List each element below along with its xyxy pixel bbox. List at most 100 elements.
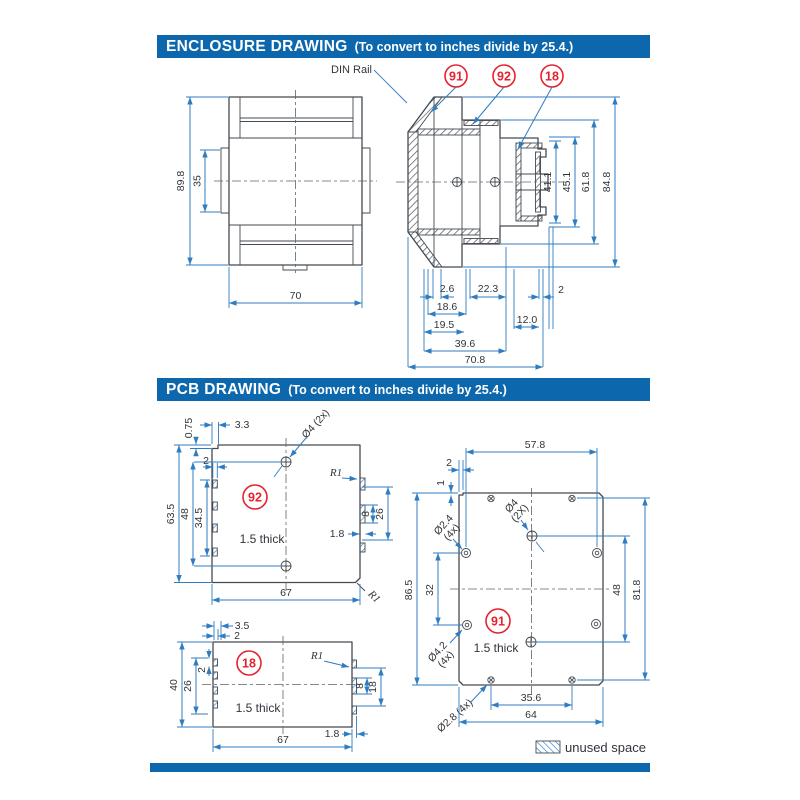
legend-hatch-swatch (535, 740, 561, 754)
callout-circle (242, 484, 268, 510)
dim-57-8: 57.8 (525, 439, 546, 451)
hatched-wall (463, 238, 499, 244)
hatched-wall (520, 215, 543, 222)
dim-1-8: 1.8 (330, 528, 345, 540)
pcb-section-header: PCB DRAWING (To convert to inches divide… (157, 378, 650, 401)
pcb18-centerlines (202, 636, 362, 734)
hatched-wall (417, 128, 481, 136)
r1-corner-text: R1 (365, 588, 383, 606)
dim-67: 67 (277, 734, 289, 746)
callout-number: 91 (449, 70, 463, 84)
dim-front-width: 70 (290, 290, 302, 302)
section-outline (407, 96, 549, 268)
dim-front-height: 89.8 (175, 171, 187, 192)
enclosure-title: ENCLOSURE DRAWING (166, 37, 348, 55)
dim-18-6: 18.6 (437, 301, 458, 313)
hole-leader (469, 684, 488, 704)
callout-18: 18 (517, 64, 564, 150)
hole-leader (289, 437, 307, 458)
callout-leader (472, 86, 505, 125)
pcb-drawings: 92 1.5 thick Ø4 (2x) R1 R1 63.5 48 34.5 … (165, 407, 650, 755)
r1-leader (323, 660, 350, 668)
callout-92: 92 (472, 64, 516, 125)
dim-1-8: 1.8 (325, 728, 340, 740)
dim-48: 48 (611, 584, 623, 596)
hatched-wall (407, 231, 443, 268)
enclosure-front-view: 89.8 35 70 (175, 90, 377, 308)
dim-3-5: 3.5 (235, 620, 250, 632)
hole-leader-tail (535, 541, 545, 553)
enclosure-section-view: DIN Rail 91 92 18 41.1 4 (331, 64, 620, 370)
hole-leader (449, 629, 463, 644)
pcb92-unused-slots (212, 477, 366, 557)
dim-40: 40 (168, 679, 180, 691)
dim-67: 67 (280, 587, 292, 599)
pcb91-corner-holes (461, 548, 602, 630)
callout-number: 18 (242, 657, 256, 671)
dim-18: 18 (367, 681, 379, 693)
bottom-divider-bar (150, 763, 650, 772)
pcb-title: PCB DRAWING (166, 380, 282, 398)
callout-circle (236, 650, 262, 676)
enclosure-drawings: 89.8 35 70 DIN (175, 64, 620, 370)
pcb18-unused-slots (212, 658, 357, 715)
dim-63-5: 63.5 (165, 504, 177, 525)
dim-39-6: 39.6 (455, 338, 476, 350)
pcb92-mounting-holes (280, 456, 292, 572)
dim-64: 64 (525, 709, 537, 721)
dim-45-1: 45.1 (561, 172, 573, 193)
callout-number: 18 (545, 70, 559, 84)
front-centerlines (214, 90, 377, 273)
pcb91-hole28-label: Ø2.8 (4x) (435, 697, 476, 735)
dim-48: 48 (179, 508, 191, 520)
callout-number: 92 (497, 70, 511, 84)
hole-label-text: Ø4 (2x) (300, 407, 332, 441)
pcb91-hole4-label: Ø4 (2X) (503, 497, 531, 525)
pcb92-hole-label: Ø4 (2x) (300, 407, 332, 441)
callout-number: 92 (248, 491, 262, 505)
dim-0-75: 0.75 (183, 418, 195, 439)
dim-2: 2 (203, 455, 209, 467)
dim-70-8: 70.8 (465, 354, 486, 366)
dim-12-0: 12.0 (517, 314, 538, 326)
dim-32: 32 (424, 584, 436, 596)
pcb-92: 92 1.5 thick Ø4 (2x) R1 R1 63.5 48 34.5 … (165, 407, 393, 605)
dim-35-6: 35.6 (521, 692, 542, 704)
dim-19-5: 19.5 (434, 319, 455, 331)
din-rail-label: DIN Rail (331, 64, 372, 76)
din-rail-leader (373, 69, 408, 104)
pcb18-r1-label: R1 (310, 650, 323, 662)
section-screw-marks (452, 177, 500, 187)
pcb18-outline (212, 641, 353, 728)
hole-leader-tail (273, 465, 283, 478)
dim-2: 2 (558, 284, 564, 296)
section-bottom-extensions (407, 227, 554, 367)
pcb18-extensions (177, 621, 386, 752)
dim-34-5: 34.5 (193, 508, 205, 529)
callout-number: 91 (491, 615, 505, 629)
hole-leader (520, 519, 529, 531)
pcb92-r1-corner: R1 (365, 588, 383, 606)
dim-2: 2 (446, 457, 452, 469)
dim-22-3: 22.3 (478, 283, 499, 295)
enclosure-subtitle: (To convert to inches divide by 25.4.) (354, 39, 574, 54)
dim-26: 26 (374, 508, 386, 520)
dim-26: 26 (182, 680, 194, 692)
dim-front-tab: 35 (192, 175, 204, 187)
hatched-wall (407, 96, 443, 133)
dim-8: 8 (360, 511, 372, 517)
pcb-subtitle: (To convert to inches divide by 25.4.) (288, 382, 507, 397)
legend-label: unused space (565, 740, 646, 755)
dim-1: 1 (435, 480, 447, 486)
hatched-wall (520, 142, 543, 149)
dim-2-6: 2.6 (440, 283, 455, 295)
dim-84-8: 84.8 (601, 172, 613, 193)
r1-corner-leader (356, 582, 366, 592)
pcb-91: 91 1.5 thick Ø2.4 (4x) Ø4 (2X) Ø4.2 (4x)… (403, 439, 650, 735)
callout-leader (430, 86, 457, 113)
pcb18-thickness: 1.5 thick (236, 701, 282, 715)
dim-8: 8 (354, 683, 366, 689)
hole-leader (452, 538, 463, 550)
pcb91-extensions (412, 448, 650, 727)
